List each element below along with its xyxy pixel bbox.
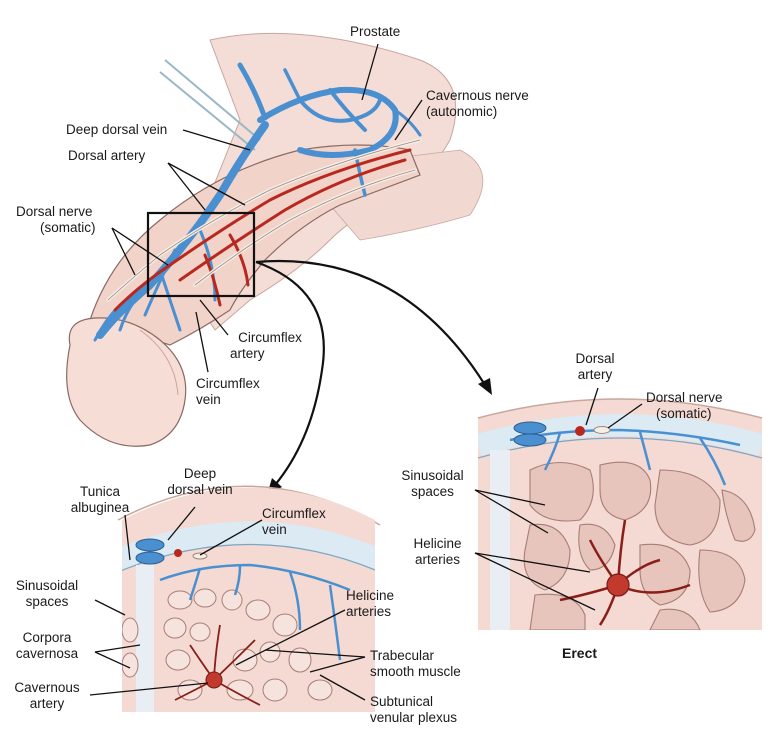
label-corpora-2: cavernosa bbox=[15, 646, 79, 661]
label-subtunical-1: Subtunical bbox=[370, 694, 434, 709]
label-circumflex-vein-2: vein bbox=[196, 392, 221, 407]
main-organ-illustration bbox=[66, 32, 484, 447]
label-sinusoidal-b-1: Sinusoidal bbox=[15, 578, 79, 593]
label-dorsal-artery-r-2: artery bbox=[577, 367, 613, 382]
label-circumflex-vein-b-2: vein bbox=[262, 522, 287, 537]
arrow-head-right bbox=[478, 378, 492, 395]
label-subtunical-2: venular plexus bbox=[370, 710, 458, 725]
label-dorsal-artery: Dorsal artery bbox=[68, 148, 146, 163]
label-tunica-2: albuginea bbox=[70, 500, 130, 515]
label-circumflex-vein-b-1: Circumflex bbox=[262, 506, 326, 521]
label-helicine-r-2: arteries bbox=[414, 552, 460, 567]
label-helicine-b-1: Helicine bbox=[346, 588, 395, 603]
prostatic-venous-plexus bbox=[237, 62, 422, 197]
cross-section-flaccid bbox=[117, 485, 381, 712]
label-helicine-r-1: Helicine bbox=[413, 536, 462, 551]
label-dorsal-nerve-r-2: (somatic) bbox=[656, 406, 712, 421]
label-deep-dorsal-vein-b-2: dorsal vein bbox=[167, 482, 233, 497]
label-prostate: Prostate bbox=[350, 24, 401, 39]
leader-lines bbox=[89, 43, 643, 701]
glans bbox=[66, 317, 187, 447]
label-dorsal-nerve-r-1: Dorsal nerve bbox=[646, 390, 723, 405]
label-corpora-1: Corpora bbox=[22, 630, 72, 645]
label-sinusoidal-r-1: Sinusoidal bbox=[401, 468, 464, 483]
label-sinusoidal-b-2: spaces bbox=[25, 594, 69, 609]
label-dorsal-nerve-2: (somatic) bbox=[40, 220, 96, 235]
label-deep-dorsal-vein: Deep dorsal vein bbox=[66, 122, 168, 137]
label-circumflex-artery-1: Circumflex bbox=[238, 330, 302, 345]
label-cavernous-artery-1: Cavernous bbox=[14, 680, 80, 695]
label-erect: Erect bbox=[562, 645, 598, 661]
label-cavernous-nerve-2: (autonomic) bbox=[426, 104, 498, 119]
label-deep-dorsal-vein-b-1: Deep bbox=[183, 466, 217, 481]
label-tunica-1: Tunica bbox=[79, 484, 121, 499]
cross-section-erect bbox=[477, 398, 763, 630]
label-trabecular-2: smooth muscle bbox=[370, 664, 461, 679]
label-dorsal-nerve-1: Dorsal nerve bbox=[16, 204, 93, 219]
label-circumflex-vein-1: Circumflex bbox=[196, 376, 260, 391]
magnification-box bbox=[146, 211, 256, 298]
label-circumflex-artery-2: artery bbox=[230, 346, 265, 361]
label-cavernous-nerve-1: Cavernous nerve bbox=[426, 88, 529, 103]
label-helicine-b-2: arteries bbox=[346, 604, 392, 619]
zoom-arrows bbox=[255, 260, 486, 486]
glans-ridge bbox=[139, 329, 179, 396]
label-dorsal-artery-r-1: Dorsal bbox=[575, 351, 615, 366]
label-cavernous-artery-2: artery bbox=[29, 696, 65, 711]
label-trabecular-1: Trabecular bbox=[370, 648, 435, 663]
label-sinusoidal-r-2: spaces bbox=[411, 484, 454, 499]
